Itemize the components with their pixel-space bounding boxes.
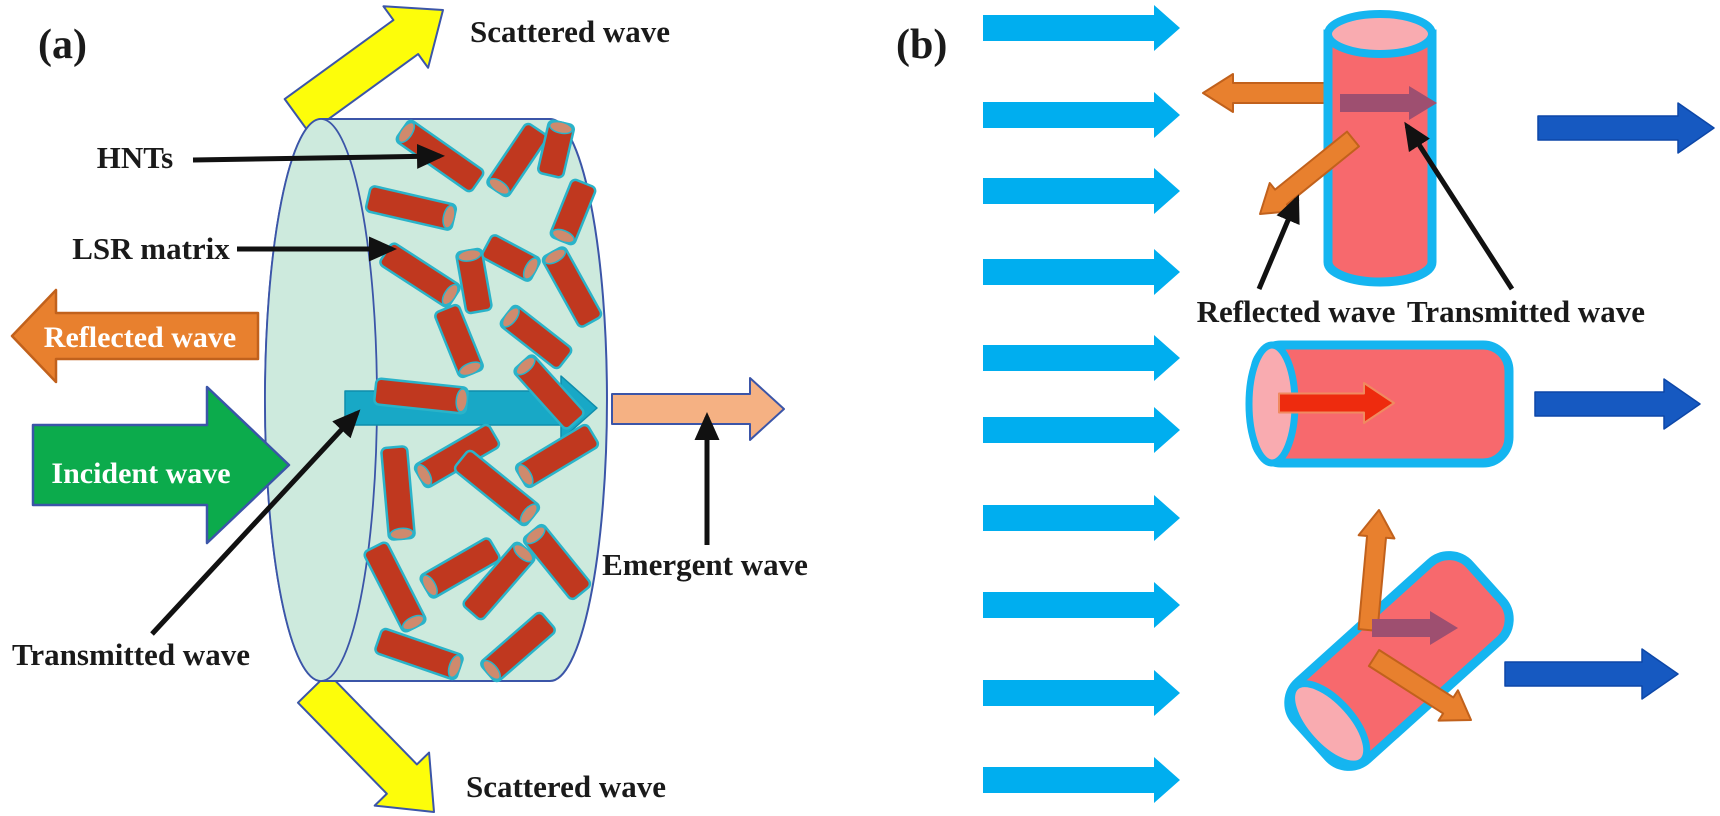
annotation-arrows-b (1256, 121, 1515, 291)
hnt-rod-cap (513, 543, 534, 563)
hnt-rod-cap (421, 574, 438, 597)
hnt-rod (499, 304, 573, 370)
hnt-rod-cap (457, 248, 482, 262)
scattering-arrows-layer (1258, 86, 1472, 722)
incident-wave-arrow-b (983, 92, 1180, 138)
scattered-wave-arrows-layer (283, 5, 444, 814)
hnt-rod-cap (524, 526, 546, 545)
hnt-rod (373, 377, 469, 415)
incident-wave-arrow-b (983, 5, 1180, 51)
hnt-rod (480, 611, 556, 683)
incident-wave-arrow-b (983, 249, 1180, 295)
reflected-wave-label-b: Reflected wave (1197, 294, 1396, 329)
hnt-rod (434, 303, 484, 379)
hnt-rod-cap (401, 614, 425, 631)
transmitted-pointer-arrow (150, 409, 361, 636)
reflected-arrows-under-layer (1202, 73, 1331, 113)
panel-b-tag: (b) (896, 22, 947, 68)
hnt-rod-cap (458, 361, 482, 377)
hnt-rod (380, 445, 416, 541)
reflected-wave-arrow (10, 288, 260, 384)
hnt-rod (419, 537, 501, 599)
annotation-arrows-a (150, 143, 720, 636)
transmitted-wave-label-b: Transmitted wave (1407, 294, 1645, 329)
hnt-rod-cap (455, 388, 469, 413)
panel-a-wave-arrows-layer (10, 288, 785, 545)
hnt-rod-cap (522, 257, 539, 280)
incident-wave-arrow-b (983, 168, 1180, 214)
reflected-wave-label: Reflected wave (44, 321, 236, 354)
incident-wave-arrow-b (983, 757, 1180, 803)
transmitted-arrow-horizontal (1278, 382, 1395, 424)
hnts-label: HNTs (97, 140, 173, 175)
hnt-rod (374, 627, 464, 681)
lsr-matrix-label: LSR matrix (72, 231, 230, 266)
incident-plane-wave-arrows (983, 5, 1180, 803)
hnt-rod-cap (543, 248, 567, 265)
scattered-wave-bottom-label: Scattered wave (466, 769, 666, 804)
transmitted-wave-label: Transmitted wave (12, 637, 250, 672)
hnt-rod-cap (488, 177, 510, 196)
cylinder-face (1288, 680, 1371, 768)
hnt-rod-cap (519, 503, 539, 525)
transmitted-arrow-vertical (1340, 86, 1437, 120)
hnt-rod (363, 541, 427, 633)
hnt-rod (549, 178, 597, 246)
emergent-wave-label: Emergent wave (602, 547, 808, 582)
emergent-wave-arrow (611, 377, 785, 441)
hnt-rod (541, 246, 603, 328)
incident-wave-arrow-b (983, 495, 1180, 541)
hnt-rod-cap (516, 464, 534, 487)
hnt-rod-cap (397, 121, 416, 144)
transmitted-arrow-tilted (1372, 611, 1458, 645)
scattered-wave-top-label: Scattered wave (470, 14, 670, 49)
hnt-cylinder-tilted (1284, 551, 1514, 771)
hnt-rod (514, 423, 600, 489)
hnt-rod (537, 119, 575, 179)
incident-wave-arrow-b (983, 335, 1180, 381)
hnt-rod-cap (515, 356, 536, 376)
incident-wave-label: Incident wave (51, 457, 230, 490)
reflected-pointer-arrow (1256, 194, 1300, 290)
panel-a-tag: (a) (38, 22, 87, 68)
hnt-rod-cap (447, 654, 463, 679)
incident-wave-arrow (31, 385, 291, 545)
scattered-down-arrow-tilted (1367, 648, 1472, 722)
hnt-rod (455, 247, 493, 315)
hnt-rod (481, 234, 541, 282)
hnt-rod-cap (442, 204, 456, 229)
hnt-rod-cap (551, 228, 575, 244)
hnt-rod (453, 449, 541, 527)
emergent-arrows-layer (1504, 102, 1715, 700)
hnt-rod (413, 423, 501, 489)
cylinder-face (1324, 10, 1436, 58)
hnt-rod-cap (501, 306, 520, 328)
hnt-rod-cap (415, 463, 433, 487)
incident-wave-arrow-b (983, 407, 1180, 453)
emergent-wave-arrow-b (1504, 648, 1679, 700)
hnt-rod (364, 185, 458, 231)
hnt-rod-cap (482, 659, 501, 681)
incident-wave-arrow-b (983, 582, 1180, 628)
transmitted-pointer-arrow (1404, 121, 1515, 291)
reflected-back-arrow (1202, 73, 1331, 113)
hnt-rod (486, 122, 548, 198)
scattered-up-arrow-tilted (1357, 508, 1396, 632)
hnt-rod-cap (548, 120, 573, 135)
hnt-rod (522, 523, 592, 601)
incident-wave-arrow-b (983, 670, 1180, 716)
hnt-rod-cap (389, 527, 414, 541)
hnts-pointer-arrow (192, 143, 445, 169)
hnt-rod-cap (441, 283, 459, 306)
scattered-wave-arrow-bottom (296, 672, 436, 814)
emergent-wave-arrow-b (1537, 102, 1715, 154)
emergent-wave-arrow-b (1534, 378, 1701, 430)
hnt-rod (462, 541, 536, 621)
hnt-rod (513, 354, 585, 430)
